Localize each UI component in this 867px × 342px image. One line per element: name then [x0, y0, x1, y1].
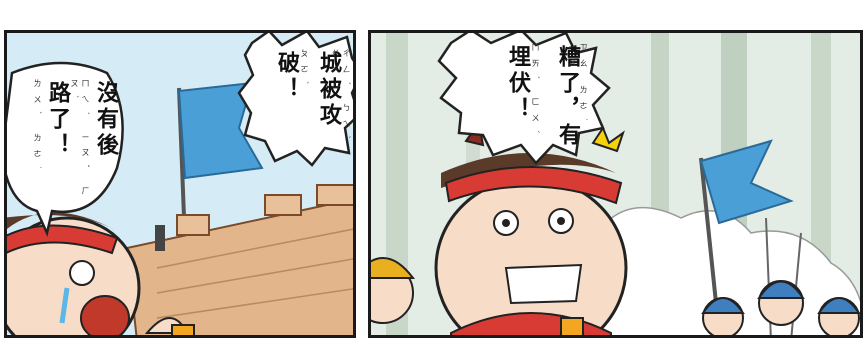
- bubble-1-text: 沒有後 ㄇㄟˊ ㄧㄡˇ ㄏㄡˋ 路了！ ㄌㄨˋ ㄌㄜ˙: [17, 73, 127, 213]
- bubble-3-zhuyin-2: ㄇㄞˊ ㄈㄨˊ: [531, 43, 540, 142]
- hair: [441, 153, 616, 188]
- bubble-3-line-1: 糟了，有: [555, 45, 581, 149]
- bubble-2-line-2: 破！: [274, 51, 300, 103]
- bubble-1-line-2: 路了！: [45, 81, 71, 159]
- headband: [7, 224, 119, 255]
- side-soldier-helmet: [371, 257, 416, 279]
- left-pupil: [502, 219, 510, 227]
- speech-bubble-3: [437, 33, 611, 165]
- panel-2-artwork: [371, 33, 860, 335]
- bubble-3-text: 糟了，有 ㄗㄠ ㄌㄜ˙ ㄧㄡˇ 埋伏！ ㄇㄞˊ ㄈㄨˊ: [461, 37, 591, 152]
- comic-panel-1: 沒有後 ㄇㄟˊ ㄧㄡˇ ㄏㄡˋ 路了！ ㄌㄨˋ ㄌㄜ˙ 城被攻 ㄔㄥˊ ㄅㄟˋ …: [4, 30, 356, 338]
- soldier-silhouette: [155, 225, 165, 251]
- soldier-1-helmet: [701, 297, 745, 314]
- speech-bubble-2: [237, 33, 353, 167]
- panel-1-artwork: [7, 33, 353, 335]
- bubble-2-text: 城被攻 ㄔㄥˊ ㄅㄟˋ ㄍㄨㄥ 破！ ㄆㄛˋ: [259, 41, 353, 156]
- eye: [69, 260, 95, 286]
- bubble-1-zhuyin-2: ㄌㄨˋ ㄌㄜ˙: [33, 79, 42, 178]
- bubble-2-zhuyin-1: ㄔㄥˊ ㄅㄟˋ ㄍㄨㄥ: [331, 49, 351, 148]
- soldier-3-helmet: [817, 297, 860, 314]
- flag-icon: [699, 139, 794, 225]
- alert-mark-icon: [591, 125, 625, 153]
- bubble-1-line-1: 沒有後: [93, 81, 119, 159]
- battlement-3: [316, 184, 353, 206]
- tear: [59, 287, 70, 324]
- bubble-1-zhuyin-1: ㄇㄟˊ ㄧㄡˇ ㄏㄡˋ: [70, 79, 90, 203]
- flag-icon: [177, 81, 264, 180]
- bubble-3-line-2: 埋伏！: [505, 45, 531, 123]
- bracelet: [560, 317, 584, 335]
- bracelet: [171, 324, 195, 335]
- bubble-3-zhuyin-1: ㄗㄠ ㄌㄜ˙ ㄧㄡˇ: [568, 43, 588, 130]
- battlement-1: [176, 214, 210, 236]
- comic-panel-2: 糟了，有 ㄗㄠ ㄌㄜ˙ ㄧㄡˇ 埋伏！ ㄇㄞˊ ㄈㄨˊ: [368, 30, 863, 338]
- bubble-2-line-1: 城被攻: [316, 51, 342, 129]
- open-mouth: [80, 295, 130, 335]
- flag-pole: [699, 157, 718, 304]
- soldier-2-helmet: [757, 280, 805, 299]
- wall-bricks: [156, 228, 353, 319]
- right-pupil: [557, 217, 565, 225]
- headband: [444, 166, 623, 205]
- speech-bubble-1: [7, 61, 124, 237]
- battlement-2: [264, 194, 302, 216]
- gritted-teeth: [504, 263, 583, 305]
- bubble-2-zhuyin-2: ㄆㄛˋ: [300, 49, 309, 93]
